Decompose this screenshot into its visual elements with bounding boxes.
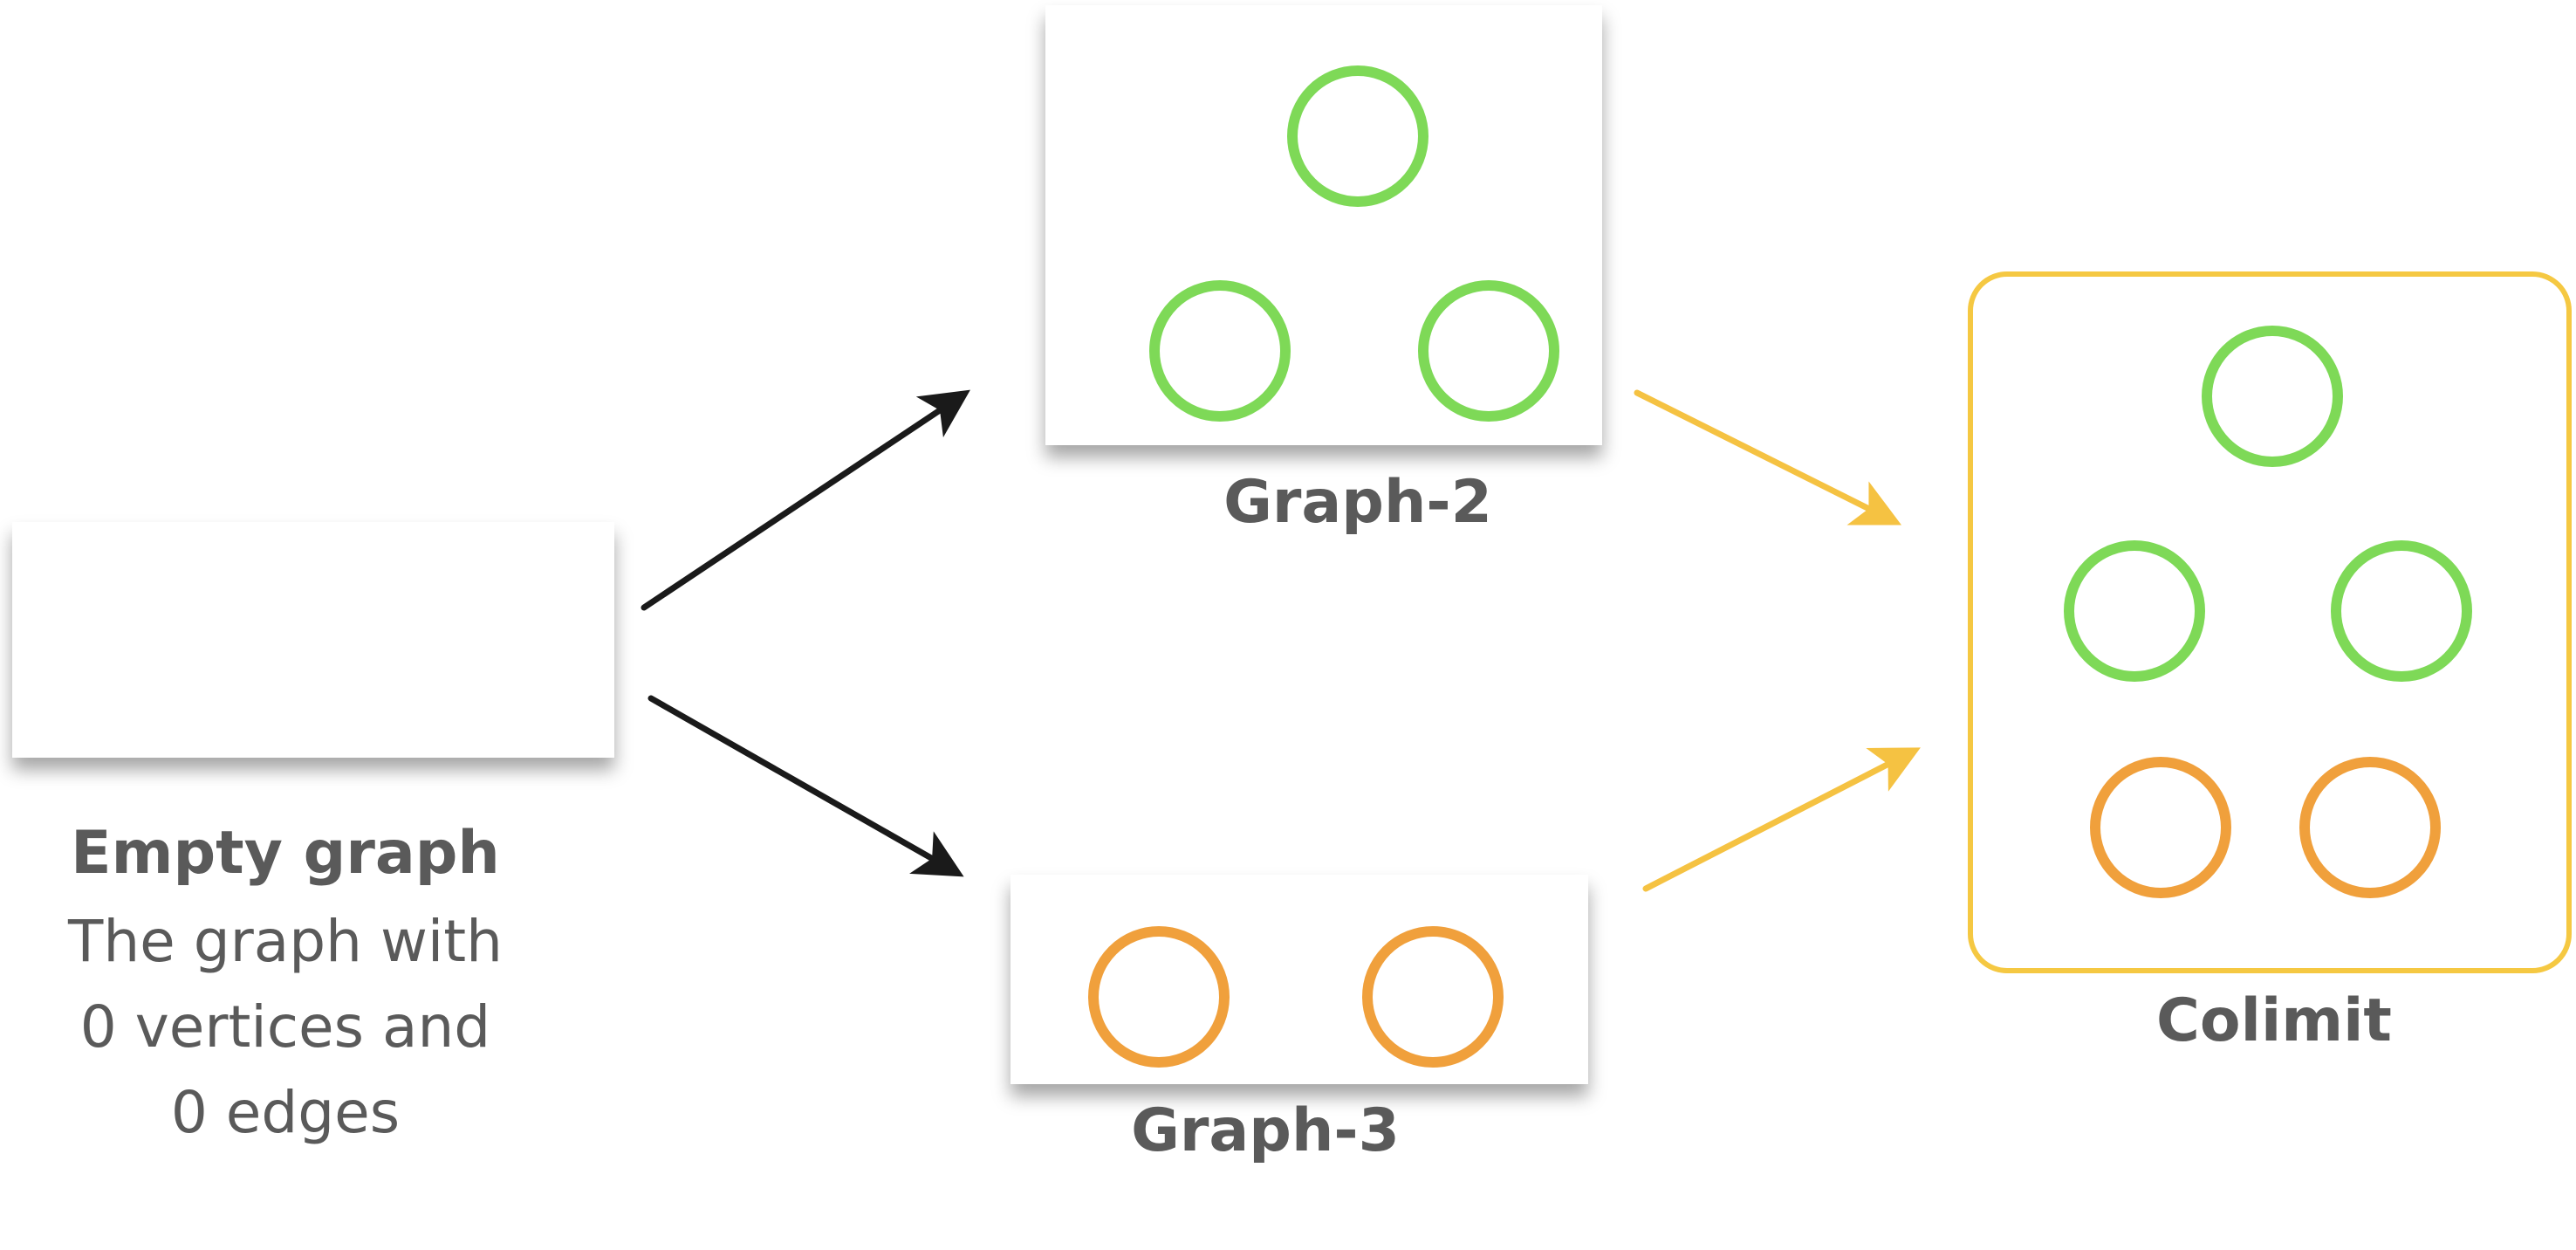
empty-graph-description-line: 0 vertices and [79, 993, 491, 1061]
empty-graph-title: Empty graph [71, 819, 500, 888]
graph-3-node [1011, 875, 1588, 1084]
graph-2-card [1045, 5, 1602, 445]
empty-graph-description-line: 0 edges [170, 1079, 401, 1146]
vertex-circle-icon [1362, 926, 1504, 1068]
vertex-circle-icon [1287, 65, 1428, 207]
vertex-circle-icon [2090, 757, 2231, 898]
arrow-empty-to-graph-3 [647, 695, 964, 877]
colimit-title: Colimit [2156, 986, 2392, 1055]
vertex-circle-icon [1418, 280, 1559, 422]
graph-3-title: Graph-3 [1131, 1096, 1400, 1165]
graph-2-title: Graph-2 [1223, 468, 1492, 537]
empty-graph-description: The graph with 0 vertices and 0 edges [12, 899, 558, 1156]
colimit-border [1968, 271, 2572, 973]
vertex-circle-icon [2202, 326, 2343, 467]
empty-graph-card [12, 522, 614, 758]
graph-2-node [1045, 5, 1602, 445]
vertex-circle-icon [2299, 757, 2441, 898]
vertex-circle-icon [2064, 540, 2205, 682]
colimit-node [1968, 271, 2572, 973]
arrow-graph-2-to-colimit [1634, 389, 1902, 525]
vertex-circle-icon [1088, 926, 1230, 1068]
vertex-circle-icon [2331, 540, 2472, 682]
vertex-circle-icon [1149, 280, 1291, 422]
empty-graph-description-line: The graph with [68, 908, 503, 975]
arrow-empty-to-graph-2 [641, 389, 970, 611]
arrow-graph-3-to-colimit [1642, 747, 1921, 892]
empty-graph-node [12, 522, 614, 758]
